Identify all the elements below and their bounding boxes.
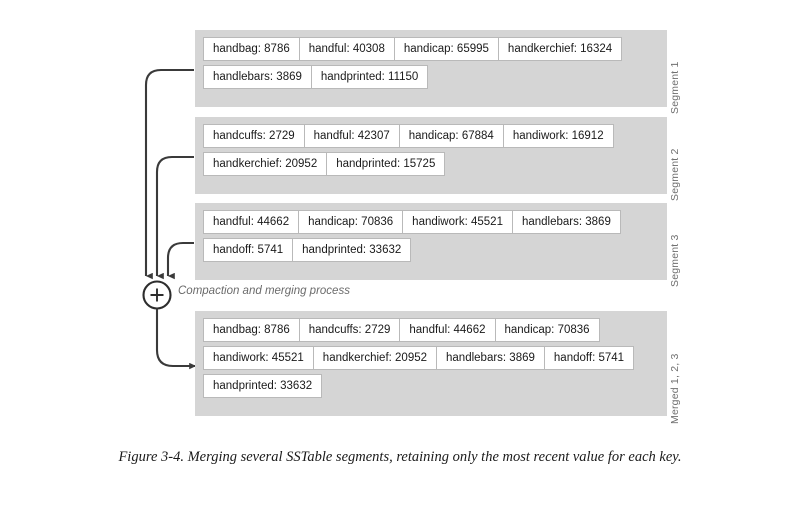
kv-cell: handlebars: 3869 [203, 65, 312, 89]
merged-label: Merged 1, 2, 3 [669, 353, 681, 424]
kv-cell: handcuffs: 2729 [203, 124, 305, 148]
kv-cell: handkerchief: 20952 [312, 346, 438, 370]
merge-node-circle [142, 280, 172, 310]
kv-cell: handoff: 5741 [543, 346, 635, 370]
segment-row: handful: 44662 handicap: 70836 handiwork… [203, 210, 659, 234]
kv-cell: handbag: 8786 [203, 37, 300, 61]
segment-row: handlebars: 3869 handprinted: 11150 [203, 65, 659, 89]
kv-cell: handiwork: 45521 [203, 346, 314, 370]
kv-cell: handlebars: 3869 [511, 210, 621, 234]
segment-label-1: Segment 1 [669, 61, 681, 114]
figure-caption: Figure 3-4. Merging several SSTable segm… [118, 449, 682, 465]
connector-segment-3 [166, 241, 194, 280]
segment-block-3: handful: 44662 handicap: 70836 handiwork… [195, 203, 667, 280]
segment-row: handcuffs: 2729 handful: 42307 handicap:… [203, 124, 659, 148]
connector-merged-output [155, 308, 197, 370]
merged-block: handbag: 8786 handcuffs: 2729 handful: 4… [195, 311, 667, 416]
merged-row: handprinted: 33632 [203, 374, 659, 398]
kv-cell: handicap: 65995 [393, 37, 499, 61]
segment-row: handkerchief: 20952 handprinted: 15725 [203, 152, 659, 176]
kv-cell: handlebars: 3869 [436, 346, 545, 370]
kv-cell: handful: 44662 [399, 318, 496, 342]
kv-cell: handcuffs: 2729 [298, 318, 401, 342]
kv-cell: handful: 44662 [203, 210, 300, 234]
kv-cell: handprinted: 33632 [292, 238, 412, 262]
segment-block-2: handcuffs: 2729 handful: 42307 handicap:… [195, 117, 667, 194]
segment-label-2: Segment 2 [669, 148, 681, 201]
kv-cell: handiwork: 45521 [402, 210, 513, 234]
connector-segment-2 [155, 155, 194, 280]
kv-cell: handprinted: 33632 [203, 374, 323, 398]
segment-row: handbag: 8786 handful: 40308 handicap: 6… [203, 37, 659, 61]
kv-cell: handicap: 70836 [298, 210, 404, 234]
kv-cell: handoff: 5741 [203, 238, 294, 262]
kv-cell: handicap: 70836 [494, 318, 600, 342]
kv-cell: handprinted: 15725 [326, 152, 446, 176]
merged-row: handbag: 8786 handcuffs: 2729 handful: 4… [203, 318, 659, 342]
segment-block-1: handbag: 8786 handful: 40308 handicap: 6… [195, 30, 667, 107]
merged-row: handiwork: 45521 handkerchief: 20952 han… [203, 346, 659, 370]
connector-segment-1 [144, 68, 194, 280]
kv-cell: handbag: 8786 [203, 318, 300, 342]
segment-row: handoff: 5741 handprinted: 33632 [203, 238, 659, 262]
kv-cell: handprinted: 11150 [310, 65, 429, 89]
kv-cell: handicap: 67884 [398, 124, 504, 148]
kv-cell: handkerchief: 20952 [203, 152, 328, 176]
kv-cell: handful: 40308 [298, 37, 395, 61]
kv-cell: handiwork: 16912 [502, 124, 614, 148]
kv-cell: handkerchief: 16324 [497, 37, 623, 61]
kv-cell: handful: 42307 [303, 124, 400, 148]
segment-label-3: Segment 3 [669, 234, 681, 287]
merge-node-plus-icon [150, 288, 164, 302]
merge-process-label: Compaction and merging process [178, 285, 350, 297]
